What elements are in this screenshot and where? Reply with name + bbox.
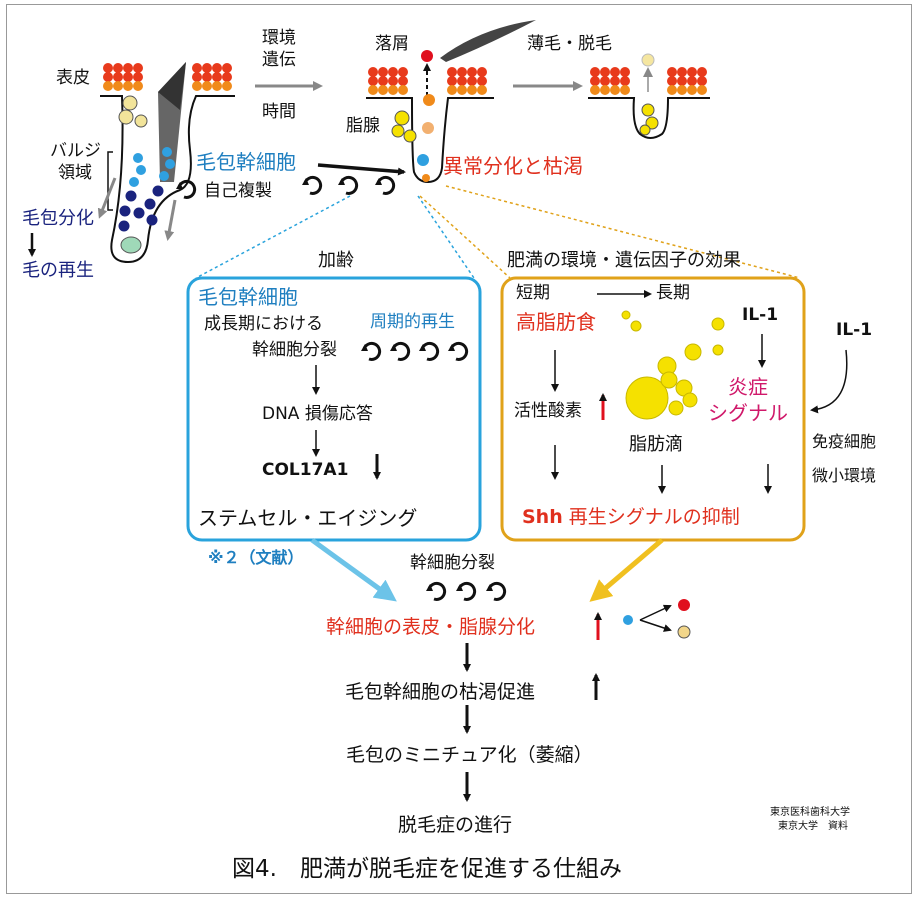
label-follicle-differentiation: 毛包分化 — [22, 208, 94, 229]
label-bulge-region: 領域 — [58, 163, 92, 183]
label-dna-damage: DNA 損傷応答 — [262, 404, 373, 424]
label-flow-division: 幹細胞分裂 — [410, 553, 495, 573]
label-thinning: 薄毛・脱毛 — [527, 34, 612, 54]
label-immune-cell: 免疫細胞 — [812, 432, 877, 451]
label-il1-outside: IL-1 — [836, 320, 873, 340]
label-microenvironment: 微小環境 — [812, 466, 877, 485]
hair-follicle-left — [28, 62, 235, 264]
label-aging: 加齢 — [318, 250, 354, 271]
label-hfsc: 毛包幹細胞 — [196, 150, 296, 174]
label-shh-suppression: Shh 再生シグナルの抑制 — [522, 506, 740, 528]
figure-frame — [6, 4, 912, 894]
label-hair-regeneration: 毛の再生 — [22, 260, 94, 281]
label-inflammation: 炎症 — [728, 375, 768, 399]
credit-tmdu: 東京医科歯科大学 — [770, 807, 850, 818]
label-environment: 環境 — [262, 28, 296, 48]
label-stem-division: 幹細胞分裂 — [252, 340, 337, 360]
label-alopecia-progress: 脱毛症の進行 — [398, 814, 513, 836]
label-long-term: 長期 — [656, 283, 690, 303]
label-il1-inside: IL-1 — [742, 305, 779, 325]
reference-link[interactable]: ※２（文献） — [208, 548, 304, 567]
label-epidermis: 表皮 — [56, 68, 90, 88]
hair-follicle-right — [588, 53, 710, 139]
aging-box — [186, 276, 482, 542]
label-high-fat-diet: 高脂肪食 — [516, 310, 596, 334]
label-periodic-regen: 周期的再生 — [370, 312, 455, 332]
label-short-term: 短期 — [516, 283, 550, 303]
label-epi-seb-diff: 幹細胞の表皮・脂腺分化 — [326, 616, 536, 638]
figure-caption: 図4. 肥満が脱毛症を促進する仕組み — [232, 856, 622, 882]
label-self-renewal: 自己複製 — [204, 181, 272, 201]
lipid-droplets — [621, 310, 725, 420]
label-time: 時間 — [262, 102, 296, 122]
right-box-header: 肥満の環境・遺伝因子の効果 — [507, 250, 741, 271]
label-stem-cell-aging: ステムセル・エイジング — [198, 506, 418, 530]
left-box-title: 毛包幹細胞 — [198, 285, 298, 309]
credit-utokyo: 東京大学 資料 — [778, 821, 848, 832]
label-genetics: 遺伝 — [262, 50, 296, 70]
label-lipid-droplet: 脂肪滴 — [629, 434, 683, 455]
label-col17a1: COL17A1 — [262, 460, 349, 480]
label-dandruff: 落屑 — [375, 34, 409, 54]
label-growth-phase: 成長期における — [204, 314, 323, 334]
label-signal: シグナル — [708, 401, 788, 425]
hair-follicle-middle — [366, 20, 536, 184]
label-miniaturization: 毛包のミニチュア化（萎縮） — [346, 744, 593, 766]
label-ros: 活性酸素 — [514, 401, 582, 421]
label-sebaceous: 脂腺 — [346, 116, 380, 136]
label-abnormal-diff: 異常分化と枯渇 — [443, 154, 583, 178]
label-depletion: 毛包幹細胞の枯渇促進 — [345, 681, 536, 703]
obesity-box — [500, 276, 806, 542]
label-bulge: バルジ — [50, 141, 101, 161]
